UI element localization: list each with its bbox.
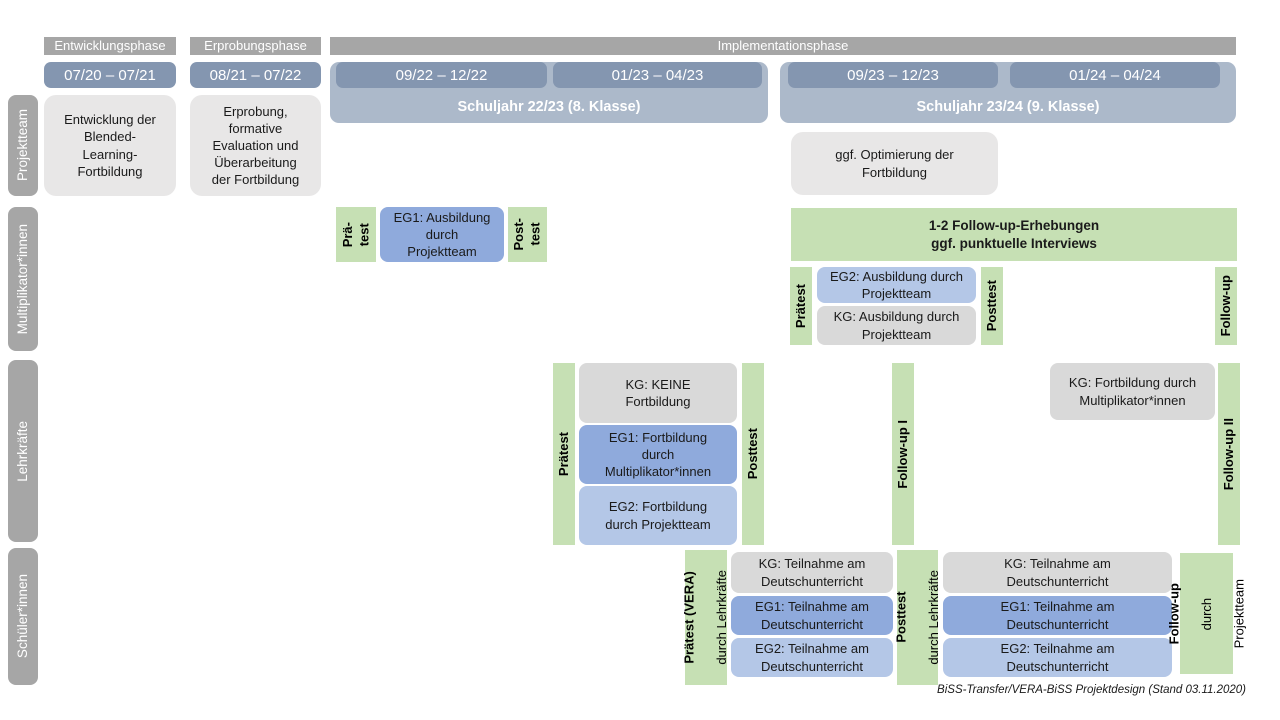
box-entwicklung-fortbildung: Entwicklung der Blended- Learning- Fortb… <box>44 95 176 196</box>
followup-bar-schueler: Follow-up durch Projektteam <box>1166 553 1246 674</box>
box-optimierung-fortbildung: ggf. Optimierung der Fortbildung <box>791 132 998 195</box>
posttest-bar-multiplikatoren-2-text: Posttest <box>983 280 999 332</box>
box-kg-teilnahme-deutschunterricht-1: KG: Teilnahme am Deutschunterricht <box>731 552 893 593</box>
praetest-bar-lehrkraefte-text: Prätest <box>555 431 571 477</box>
box-kg-ausbildung-projektteam: KG: Ausbildung durch Projektteam <box>817 306 976 345</box>
posttest-schueler-sublabel: durch Lehrkräfte <box>925 570 941 665</box>
date-bar-0922-1222: 09/22 – 12/22 <box>336 62 547 88</box>
praetest-vera-bar-schueler: Prätest (VERA) durch Lehrkräfte <box>681 550 730 685</box>
box-eg1-teilnahme-deutschunterricht-2: EG1: Teilnahme am Deutschunterricht <box>943 596 1172 635</box>
followup2-bar-lehrkraefte-text: Follow-up II <box>1220 417 1236 491</box>
box-eg1-ausbildung-projektteam: EG1: Ausbildung durch Projektteam <box>380 207 504 262</box>
row-label-lehrkraefte-text: Lehrkräfte <box>14 420 30 482</box>
row-label-multiplikatorinnen-text: Multiplikator*innen <box>14 223 30 335</box>
followup1-bar-lehrkraefte: Follow-up I <box>892 363 914 545</box>
schuljahr-23-24-label: Schuljahr 23/24 (9. Klasse) <box>916 99 1100 115</box>
box-kg-teilnahme-deutschunterricht-2: KG: Teilnahme am Deutschunterricht <box>943 552 1172 593</box>
schuljahr-22-23-label: Schuljahr 22/23 (8. Klasse) <box>457 99 641 115</box>
row-label-projektteam: Projektteam <box>8 95 38 196</box>
box-eg1-fortbildung-multiplikatoren: EG1: Fortbildung durch Multiplikator*inn… <box>579 425 737 484</box>
praetest-vera-sublabel: durch Lehrkräfte <box>714 570 730 665</box>
praetest-bar-multiplikatoren-2: Prätest <box>790 267 812 345</box>
followup1-bar-lehrkraefte-text: Follow-up I <box>894 419 910 489</box>
row-label-schuelerinnen: Schüler*innen <box>8 548 38 685</box>
box-followup-erhebungen: 1-2 Follow-up-Erhebungen ggf. punktuelle… <box>791 208 1237 261</box>
box-eg2-teilnahme-deutschunterricht-1: EG2: Teilnahme am Deutschunterricht <box>731 638 893 677</box>
phase-bar-entwicklungsphase: Entwicklungsphase <box>44 37 176 55</box>
posttest-bar-lehrkraefte-text: Posttest <box>744 428 760 480</box>
posttest-bar-schueler: Posttest durch Lehrkräfte <box>893 550 941 685</box>
date-bar-0720-0721: 07/20 – 07/21 <box>44 62 176 88</box>
followup-schueler-label: Follow-up <box>1165 582 1181 645</box>
praetest-bar-multiplikatoren-1-text: Prä- test <box>339 221 371 248</box>
box-eg2-ausbildung-projektteam: EG2: Ausbildung durch Projektteam <box>817 267 976 303</box>
box-kg-fortbildung-multiplikatoren: KG: Fortbildung durch Multiplikator*inne… <box>1050 363 1215 420</box>
phase-bar-erprobungsphase: Erprobungsphase <box>190 37 321 55</box>
praetest-vera-label: Prätest (VERA) <box>681 571 697 664</box>
box-eg2-fortbildung-projektteam: EG2: Fortbildung durch Projektteam <box>579 486 737 545</box>
box-erprobung-evaluation: Erprobung, formative Evaluation und Über… <box>190 95 321 196</box>
footer-caption: BiSS-Transfer/VERA-BiSS Projektdesign (S… <box>937 684 1246 696</box>
date-bar-0821-0722: 08/21 – 07/22 <box>190 62 321 88</box>
posttest-bar-multiplikatoren-1: Post- test <box>508 207 547 262</box>
followup-schueler-sublabel-durch: durch <box>1198 597 1214 630</box>
praetest-bar-lehrkraefte: Prätest <box>553 363 575 545</box>
posttest-bar-multiplikatoren-2: Posttest <box>981 267 1003 345</box>
box-eg2-teilnahme-deutschunterricht-2: EG2: Teilnahme am Deutschunterricht <box>943 638 1172 677</box>
date-bar-0124-0424: 01/24 – 04/24 <box>1010 62 1220 88</box>
praetest-bar-multiplikatoren-2-text: Prätest <box>792 283 808 329</box>
box-eg1-teilnahme-deutschunterricht-1: EG1: Teilnahme am Deutschunterricht <box>731 596 893 635</box>
followup-bar-multiplikatoren-text: Follow-up <box>1217 275 1233 337</box>
row-label-lehrkraefte: Lehrkräfte <box>8 360 38 542</box>
row-label-multiplikatorinnen: Multiplikator*innen <box>8 207 38 351</box>
followup2-bar-lehrkraefte: Follow-up II <box>1218 363 1240 545</box>
row-label-projektteam-text: Projektteam <box>14 109 30 182</box>
row-label-schuelerinnen-text: Schüler*innen <box>14 574 30 659</box>
posttest-bar-lehrkraefte: Posttest <box>742 363 764 545</box>
phase-bar-implementationsphase: Implementationsphase <box>330 37 1236 55</box>
praetest-bar-multiplikatoren-1: Prä- test <box>336 207 376 262</box>
box-kg-keine-fortbildung: KG: KEINE Fortbildung <box>579 363 737 423</box>
date-bar-0923-1223: 09/23 – 12/23 <box>788 62 998 88</box>
followup-schueler-sublabel-projektteam: Projektteam <box>1230 578 1246 649</box>
date-bar-0123-0423: 01/23 – 04/23 <box>553 62 762 88</box>
posttest-bar-multiplikatoren-1-text: Post- test <box>511 218 543 251</box>
followup-bar-multiplikatoren: Follow-up <box>1215 267 1237 345</box>
posttest-schueler-label: Posttest <box>893 591 909 644</box>
